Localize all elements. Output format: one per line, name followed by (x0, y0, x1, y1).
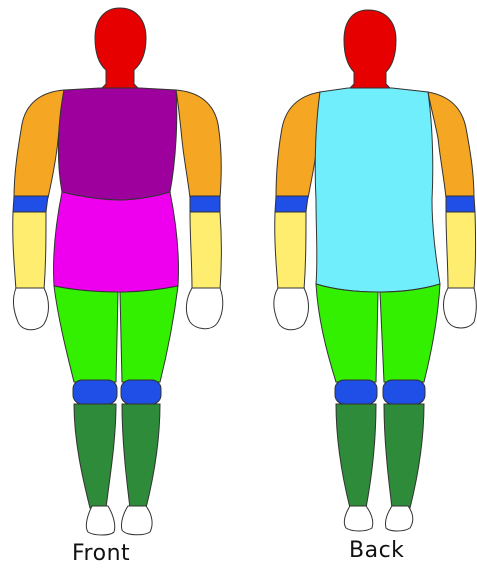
back-head (344, 10, 396, 90)
back-left-upper-arm (276, 92, 320, 198)
back-left-knee (335, 380, 377, 404)
front-left-foot (86, 506, 114, 535)
back-right-forearm (446, 212, 476, 290)
front-right-thigh (120, 286, 178, 382)
front-left-shin (74, 404, 116, 508)
front-left-elbow (13, 196, 48, 212)
back-right-elbow (446, 196, 475, 212)
back-left-forearm (275, 212, 306, 290)
front-head (95, 8, 146, 90)
back-right-knee (383, 380, 425, 404)
back-right-thigh (380, 284, 440, 382)
front-caption: Front (72, 541, 130, 566)
back-right-foot (385, 506, 412, 531)
front-left-forearm (13, 212, 46, 290)
back-left-elbow (275, 196, 308, 212)
front-abdomen (53, 192, 178, 292)
front-left-hand (14, 288, 49, 330)
front-left-upper-arm (14, 90, 64, 198)
back-left-thigh (316, 284, 378, 382)
front-right-shin (122, 404, 160, 508)
back-figure (274, 10, 476, 531)
back-left-foot (344, 506, 372, 531)
front-figure (13, 8, 223, 535)
front-chest (58, 88, 176, 200)
front-right-elbow (190, 196, 220, 212)
front-right-forearm (190, 212, 222, 290)
front-left-thigh (54, 286, 118, 382)
front-right-foot (121, 506, 152, 535)
front-right-hand (186, 288, 222, 329)
back-left-hand (274, 288, 309, 330)
back-torso (315, 88, 440, 292)
front-right-knee (121, 380, 161, 404)
front-left-knee (73, 380, 117, 404)
back-right-shin (384, 404, 424, 508)
front-right-upper-arm (176, 90, 221, 198)
back-caption: Back (349, 538, 404, 563)
back-right-hand (444, 288, 477, 328)
back-left-shin (336, 404, 376, 508)
back-right-upper-arm (428, 92, 474, 198)
